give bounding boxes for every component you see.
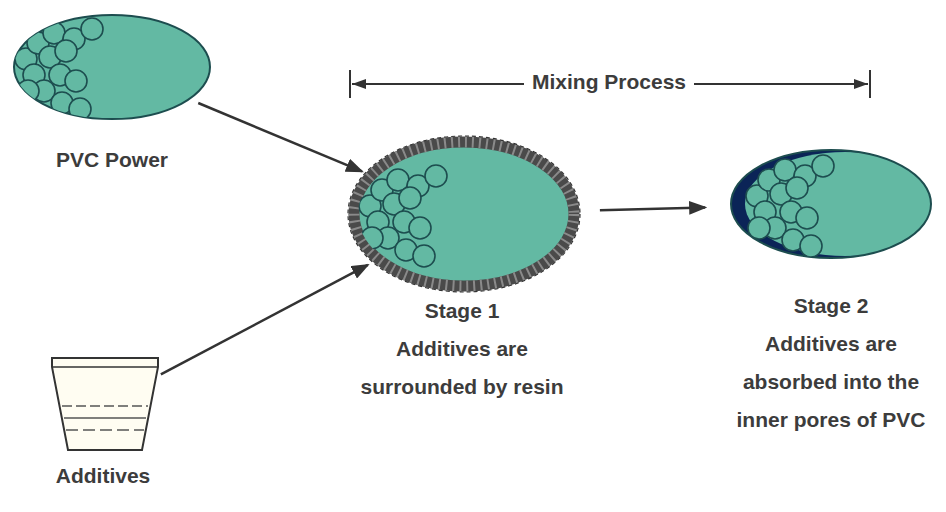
node-caption: Additives bbox=[28, 457, 178, 495]
drawing-g bbox=[746, 155, 834, 257]
node-shape bbox=[330, 128, 600, 413]
drawing-g bbox=[359, 165, 447, 267]
drawing-g bbox=[745, 152, 945, 256]
bracket-tick bbox=[869, 70, 871, 98]
particle-node: PVC Power bbox=[10, 8, 220, 183]
coated-particle bbox=[354, 142, 574, 286]
particle-body bbox=[745, 152, 945, 256]
additive-particle bbox=[786, 177, 808, 199]
bracket-tick bbox=[349, 70, 351, 98]
bracket-arrowhead bbox=[854, 79, 868, 89]
stage-heading: Stage 1 bbox=[337, 292, 587, 330]
particle-outline bbox=[731, 150, 931, 258]
node-caption: Additives are surrounded by resin bbox=[337, 330, 587, 406]
additive-particle bbox=[425, 165, 447, 187]
particle-node: Additives bbox=[30, 350, 190, 495]
additive-particle bbox=[812, 155, 834, 177]
additive-particle bbox=[65, 70, 87, 92]
node-caption: Additives are absorbed into the inner po… bbox=[720, 325, 942, 439]
particle-node: Stage 2Additives are absorbed into the i… bbox=[718, 145, 944, 445]
resin-coat-texture bbox=[354, 142, 574, 286]
additive-particle bbox=[69, 98, 91, 120]
additive-particle bbox=[409, 217, 431, 239]
flow-arrow bbox=[161, 265, 368, 375]
liquid-line bbox=[66, 429, 144, 431]
additive-particle bbox=[17, 80, 39, 102]
liquid-line bbox=[64, 417, 146, 419]
flow-arrow bbox=[600, 207, 705, 210]
additive-particle bbox=[748, 217, 770, 239]
additive-cup bbox=[52, 358, 158, 450]
additive-particle bbox=[800, 235, 822, 257]
particle-node: Stage 1Additives are surrounded by resin bbox=[330, 128, 600, 413]
drawing-g bbox=[15, 18, 103, 120]
resin-coat-edge bbox=[348, 136, 580, 292]
additive-particle bbox=[796, 207, 818, 229]
flow-arrow bbox=[198, 103, 362, 171]
additive-particle bbox=[361, 227, 383, 249]
additive-particle bbox=[55, 40, 77, 62]
cup-rim bbox=[52, 366, 158, 368]
bracket-arrowhead bbox=[352, 79, 366, 89]
node-caption: PVC Power bbox=[12, 141, 212, 179]
process-label: Mixing Process bbox=[524, 69, 694, 95]
additive-particle bbox=[81, 18, 103, 40]
liquid-line bbox=[62, 405, 148, 407]
additive-particle bbox=[413, 245, 435, 267]
stage-heading: Stage 2 bbox=[720, 287, 942, 325]
additive-particle bbox=[399, 187, 421, 209]
pvc-particle bbox=[14, 15, 210, 119]
